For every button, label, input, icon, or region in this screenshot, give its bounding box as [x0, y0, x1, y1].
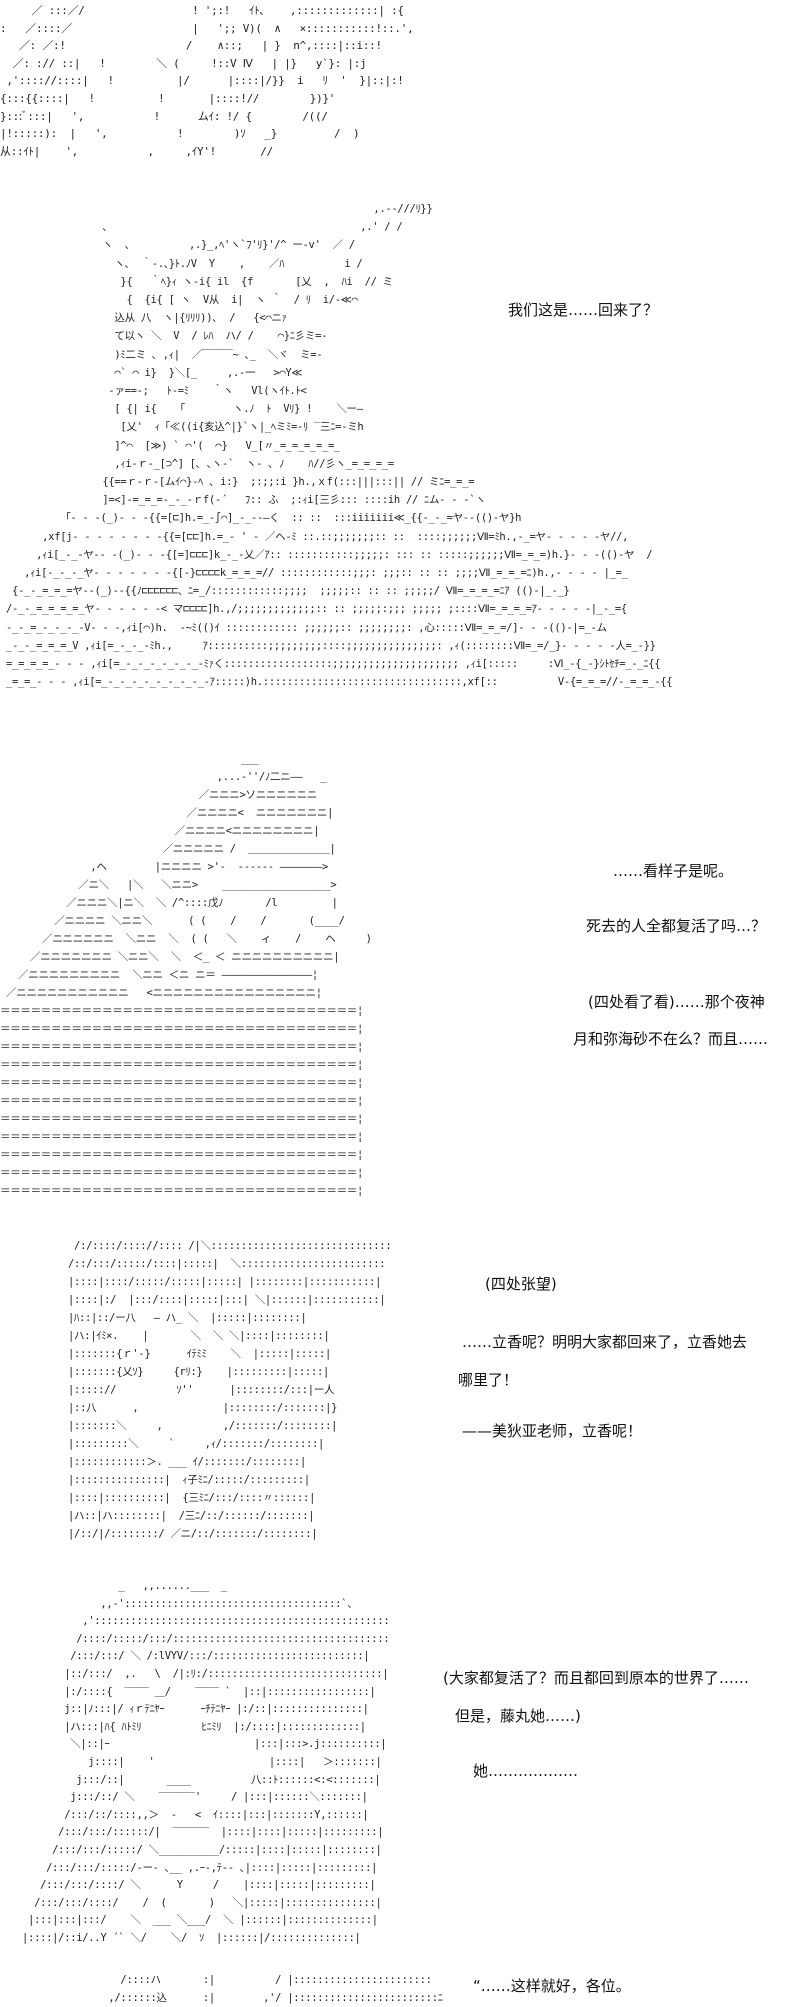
ascii-art-panel-6: /::::ハ :| / |::::::::::::::::::::::: ,/:…	[108, 1974, 443, 2004]
dialogue-line: ——美狄亚老师，立香呢！	[462, 1422, 643, 1440]
dialogue-line: (四处看了看)……那个夜神	[588, 993, 765, 1011]
dialogue-line: ……立香呢？明明大家都回来了，立香她去	[462, 1333, 748, 1351]
dialogue-line: 我们这是……回来了？	[508, 301, 659, 319]
dialogue-line: (四处张望)	[485, 1275, 557, 1293]
dialogue-line: 死去的人全都复活了吗…？	[586, 917, 767, 935]
dialogue-line: ……看样子是呢。	[613, 862, 734, 880]
ascii-art-panel-2: ,.-‐///ﾘ}} ､ ,.' / / ヽ 、 ,.}_,ﾍ'ヽ`ﾌ'ﾘ}'/…	[6, 203, 673, 689]
dialogue-line: 她………………	[473, 1762, 579, 1780]
dialogue-line: “……这样就好，各位。	[473, 1977, 631, 1995]
ascii-art-panel-4: /:/::::/:::://:::: /|＼::::::::::::::::::…	[68, 1240, 392, 1540]
ascii-art-panel-1: ／ :::／/ ! ';:! ｲﾄ､ ,:::::::::::::| :{ : …	[0, 4, 414, 158]
dialogue-line: 月和弥海砂不在么？而且……	[573, 1030, 769, 1048]
dialogue-line: 但是，藤丸她……)	[455, 1707, 581, 1725]
dialogue-line: (大家都复活了？而且都回到原本的世界了……	[443, 1669, 749, 1687]
ascii-art-panel-5: _ ,,......___ _ ,,-'::::::::::::::::::::…	[22, 1580, 390, 1944]
dialogue-line: 哪里了！	[458, 1371, 519, 1389]
ascii-art-panel-3: ___ ,...-''/ﾉ二ニ―― _ ／ニニニ>ソニニニニニニ ／ニニニニ< …	[0, 753, 372, 1197]
